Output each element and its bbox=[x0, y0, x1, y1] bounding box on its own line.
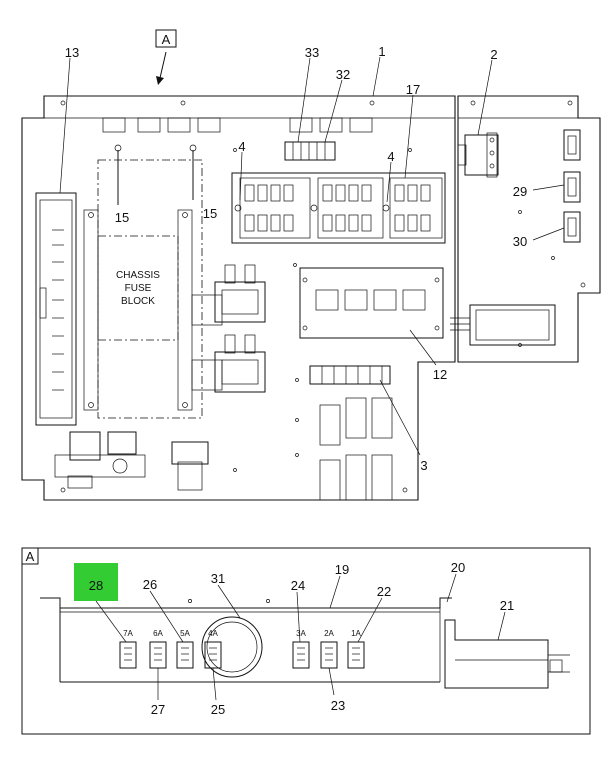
callout-15b: 15 bbox=[203, 206, 217, 221]
connector-4a: 4A bbox=[208, 629, 218, 638]
terminal-strip-33 bbox=[284, 141, 336, 161]
callout-22: 22 bbox=[377, 584, 391, 599]
right-sub-panel bbox=[450, 95, 601, 363]
detail-callouts: 26 31 24 19 22 20 21 27 25 23 bbox=[95, 560, 514, 717]
callout-12: 12 bbox=[433, 367, 447, 382]
fuse-relay-block-17 bbox=[231, 172, 446, 244]
chassis-label-1: CHASSIS bbox=[116, 270, 160, 281]
callout-2: 2 bbox=[490, 47, 497, 62]
callout-21: 21 bbox=[500, 598, 514, 613]
detail-a-frame: A bbox=[21, 547, 591, 735]
callout-26: 26 bbox=[143, 577, 157, 592]
chassis-label-2: FUSE bbox=[125, 283, 152, 294]
vertical-module-13 bbox=[35, 192, 77, 426]
callout-4b: 4 bbox=[387, 149, 394, 164]
connector-7a: 7A bbox=[123, 629, 133, 638]
connector-labels: 7A 6A 5A 4A 3A 2A 1A bbox=[123, 629, 361, 638]
detail-letter: A bbox=[26, 549, 35, 564]
connector-6a: 6A bbox=[153, 629, 163, 638]
solenoid-valves bbox=[54, 431, 209, 491]
connector-5a: 5A bbox=[180, 629, 190, 638]
highlight-28: 28 bbox=[74, 563, 118, 601]
connector-3a: 3A bbox=[296, 629, 306, 638]
callout-19: 19 bbox=[335, 562, 349, 577]
callout-17: 17 bbox=[406, 82, 420, 97]
fuse-holders bbox=[319, 397, 393, 501]
callout-29: 29 bbox=[513, 184, 527, 199]
detail-a-drawing bbox=[40, 597, 570, 689]
callout-4a: 4 bbox=[238, 139, 245, 154]
connector-2a: 2A bbox=[324, 629, 334, 638]
callout-27: 27 bbox=[151, 702, 165, 717]
callout-1: 1 bbox=[378, 44, 385, 59]
chassis-label-3: BLOCK bbox=[121, 296, 155, 307]
detail-connectors bbox=[119, 641, 365, 669]
terminal-strip-3 bbox=[309, 365, 391, 385]
callout-32: 32 bbox=[336, 67, 350, 82]
callout-15a: 15 bbox=[115, 210, 129, 225]
callout-25: 25 bbox=[211, 702, 225, 717]
callout-23: 23 bbox=[331, 698, 345, 713]
callout-31: 31 bbox=[211, 571, 225, 586]
chassis-fuse-block: CHASSIS FUSE BLOCK bbox=[83, 144, 203, 419]
view-letter: A bbox=[162, 32, 171, 47]
callout-33: 33 bbox=[305, 45, 319, 60]
callout-3: 3 bbox=[420, 458, 427, 473]
callout-30: 30 bbox=[513, 234, 527, 249]
top-callouts: 13 33 1 32 17 2 4 4 15 15 29 30 12 3 bbox=[59, 44, 565, 473]
relay-module-12 bbox=[299, 267, 444, 339]
top-connector-row bbox=[102, 117, 373, 133]
callout-28: 28 bbox=[89, 578, 103, 593]
callout-13: 13 bbox=[65, 45, 79, 60]
view-a-marker: A bbox=[155, 29, 177, 85]
connector-1a: 1A bbox=[351, 629, 361, 638]
solenoids bbox=[191, 264, 266, 393]
callout-24: 24 bbox=[291, 578, 305, 593]
callout-20: 20 bbox=[451, 560, 465, 575]
